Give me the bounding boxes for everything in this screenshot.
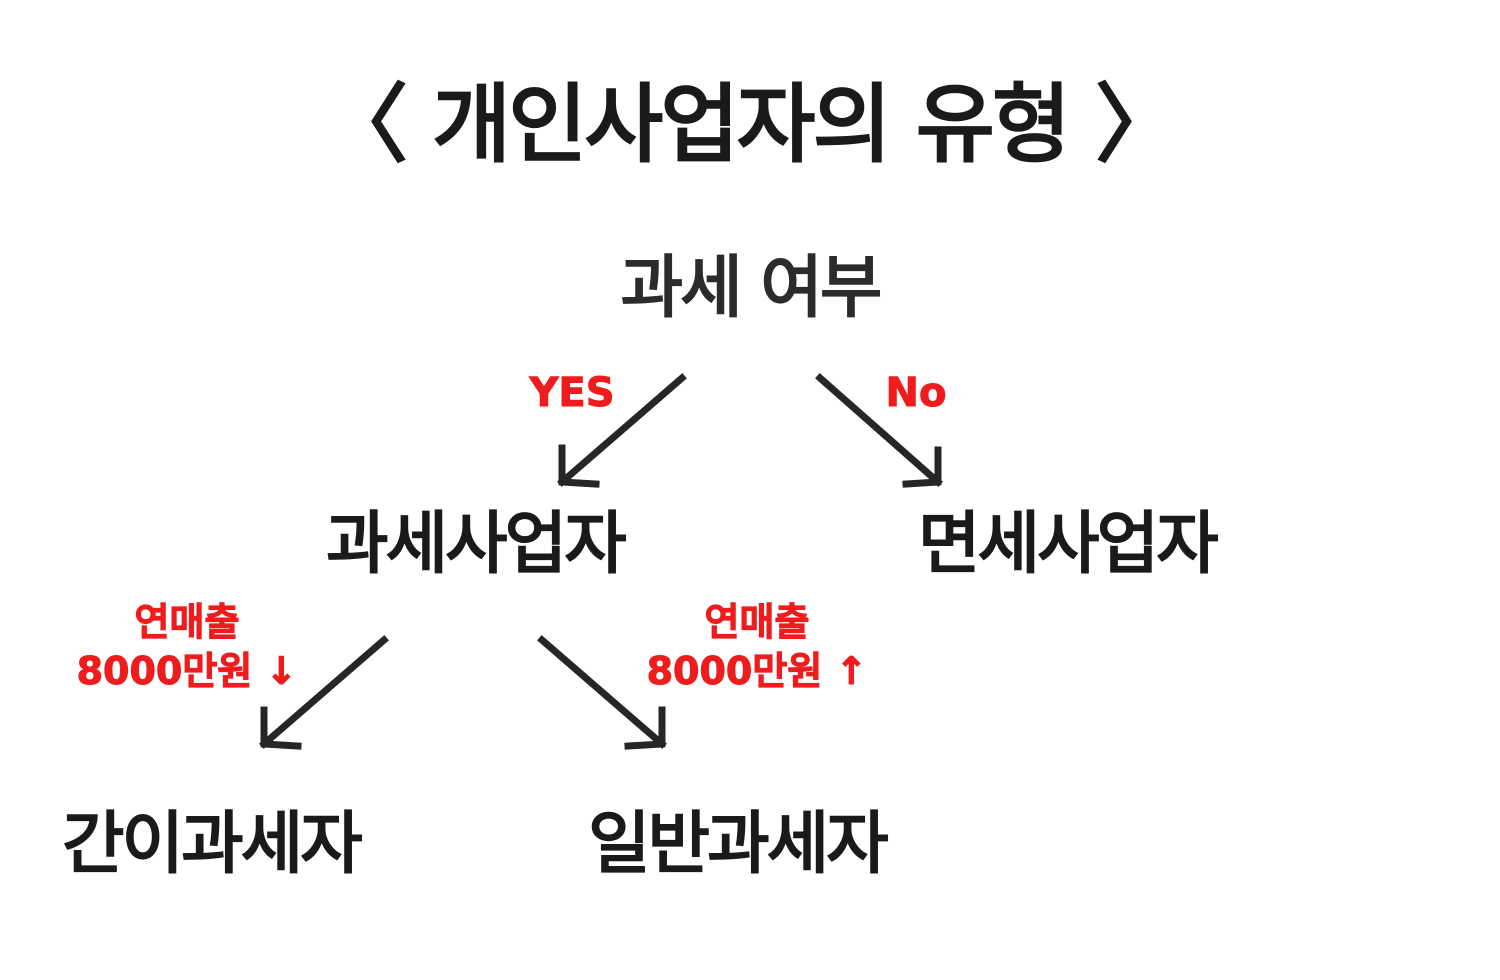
arrow-revenue-upper — [537, 635, 667, 750]
label-revenue-lower-line1: 연매출 — [134, 600, 240, 645]
label-revenue-upper-line1: 연매출 — [704, 600, 810, 645]
node-tax-status: 과세 여부 — [620, 249, 883, 328]
label-revenue-lower: 연매출 8000만원 ↓ — [62, 598, 312, 695]
arrow-yes — [557, 373, 687, 488]
arrow-no — [815, 373, 943, 488]
label-revenue-upper-line2: 8000만원 ↑ — [646, 648, 868, 693]
label-no: No — [885, 369, 947, 416]
label-revenue-lower-line2: 8000만원 ↓ — [76, 648, 298, 693]
arrow-revenue-lower — [259, 635, 389, 750]
node-simplified-taxpayer: 간이과세자 — [62, 805, 363, 884]
node-general-taxpayer: 일반과세자 — [588, 805, 889, 884]
diagram-title: 〈 개인사업자의 유형 〉 — [322, 75, 1181, 175]
label-yes: YES — [529, 369, 615, 416]
label-revenue-upper: 연매출 8000만원 ↑ — [632, 598, 882, 695]
node-taxable-business: 과세사업자 — [326, 505, 627, 584]
node-exempt-business: 면세사업자 — [918, 505, 1219, 584]
